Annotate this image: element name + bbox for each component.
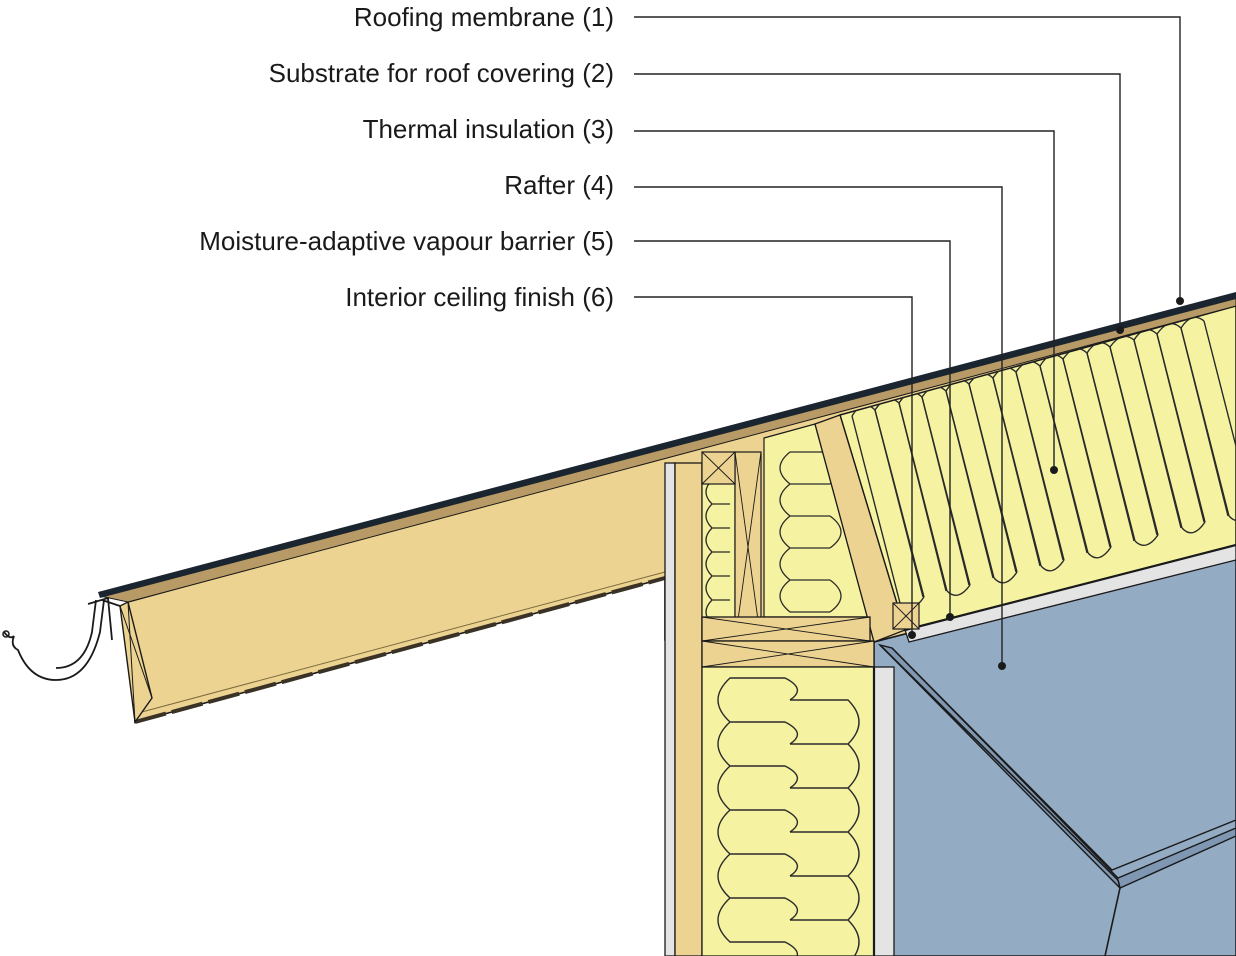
wall-exterior-board [664, 462, 676, 956]
vapour-barrier-line [904, 543, 1236, 632]
wall-outer-stud [674, 462, 703, 956]
leader-line-2 [634, 73, 1121, 330]
gutter [3, 596, 121, 681]
leader-line-4 [634, 186, 1003, 666]
label-thermal-insulation: Thermal insulation (3) [362, 114, 614, 144]
leader-line-5 [634, 240, 951, 617]
leader-dots [908, 297, 1184, 670]
label-vapour-barrier: Moisture-adaptive vapour barrier (5) [199, 226, 614, 256]
label-ceiling-finish: Interior ceiling finish (6) [345, 282, 614, 312]
wall-interior-finish [873, 666, 895, 956]
label-roofing-membrane: Roofing membrane (1) [353, 2, 614, 32]
leader-line-3 [634, 130, 1055, 470]
label-rafter: Rafter (4) [504, 170, 614, 200]
soffit-boards [134, 576, 666, 724]
leader-line-6 [634, 296, 913, 635]
leader-lines [634, 16, 1181, 666]
leader-line-1 [634, 16, 1181, 301]
label-substrate: Substrate for roof covering (2) [268, 58, 614, 88]
roofing-membrane [98, 292, 1236, 598]
